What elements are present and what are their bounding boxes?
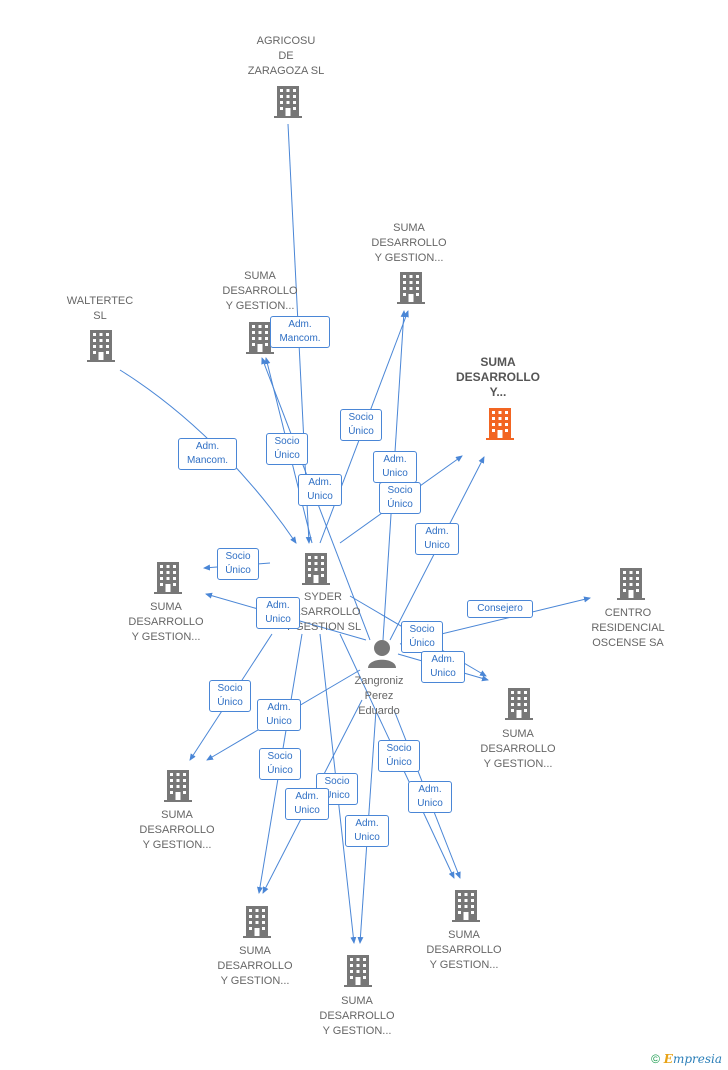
edge-label[interactable]: Adm. Unico [285, 788, 329, 820]
edge-label[interactable]: Adm. Unico [298, 474, 342, 506]
suma-focus-building-icon [486, 408, 514, 440]
centro-building-icon [617, 568, 645, 600]
suma-low-left-building-icon [164, 770, 192, 802]
copyright-symbol: © [651, 1052, 660, 1066]
suma-bottom-3-building-icon [452, 890, 480, 922]
edge-label[interactable]: Consejero [467, 600, 533, 618]
person-icon [368, 640, 396, 668]
edge-label[interactable]: Adm. Unico [345, 815, 389, 847]
node-suma-top-right[interactable]: SUMA DESARROLLO Y GESTION... [371, 222, 447, 264]
edge-label[interactable]: Adm. Mancom. [178, 438, 237, 470]
edge-label[interactable]: Socio Único [401, 621, 443, 653]
syder-building-icon [302, 553, 330, 585]
node-suma-low-left[interactable]: SUMA DESARROLLO Y GESTION... [139, 809, 215, 851]
edge-label[interactable]: Adm. Unico [257, 699, 301, 731]
node-agricosu[interactable]: AGRICOSU DE ZARAGOZA SL [247, 35, 325, 77]
waltertec-building-icon [87, 330, 115, 362]
node-suma-bottom-1[interactable]: SUMA DESARROLLO Y GESTION... [217, 945, 293, 987]
edge-label[interactable]: Socio Único [378, 740, 420, 772]
node-suma-right[interactable]: SUMA DESARROLLO Y GESTION... [480, 728, 556, 770]
brand-watermark: © Empresia [651, 1052, 722, 1066]
suma-left-building-icon [154, 562, 182, 594]
node-suma-left[interactable]: SUMA DESARROLLO Y GESTION... [128, 601, 204, 643]
edge-label[interactable]: Socio Único [340, 409, 382, 441]
edge-label[interactable]: Socio Único [217, 548, 259, 580]
suma-top-right-building-icon [397, 272, 425, 304]
node-suma-top-left[interactable]: SUMA DESARROLLO Y GESTION... [222, 270, 298, 312]
node-suma-bottom-2[interactable]: SUMA DESARROLLO Y GESTION... [319, 995, 395, 1037]
node-suma-bottom-3[interactable]: SUMA DESARROLLO Y GESTION... [426, 929, 502, 971]
edge-label[interactable]: Adm. Unico [421, 651, 465, 683]
edge-label[interactable]: Adm. Unico [415, 523, 459, 555]
node-centro[interactable]: CENTRO RESIDENCIAL OSCENSE SA [591, 607, 665, 649]
edge-label[interactable]: Adm. Unico [256, 597, 300, 629]
agricosu-building-icon [274, 86, 302, 118]
node-person[interactable]: Zangroniz Perez Eduardo [354, 675, 404, 717]
node-waltertec[interactable]: WALTERTEC SL [66, 295, 134, 322]
edge-label[interactable]: Socio Único [266, 433, 308, 465]
edge-label[interactable]: Socio Único [379, 482, 421, 514]
suma-bottom-2-building-icon [344, 955, 372, 987]
brand-name: mpresia [672, 1052, 722, 1066]
edge-label[interactable]: Adm. Unico [373, 451, 417, 483]
node-suma-focus[interactable]: SUMA DESARROLLO Y... [456, 355, 540, 399]
edge-label[interactable]: Adm. Mancom. [270, 316, 330, 348]
suma-bottom-1-building-icon [243, 906, 271, 938]
brand-initial: E [663, 1052, 673, 1066]
edge-label[interactable]: Socio Único [209, 680, 251, 712]
suma-right-building-icon [505, 688, 533, 720]
edge-label[interactable]: Adm. Unico [408, 781, 452, 813]
edge-label[interactable]: Socio Único [259, 748, 301, 780]
